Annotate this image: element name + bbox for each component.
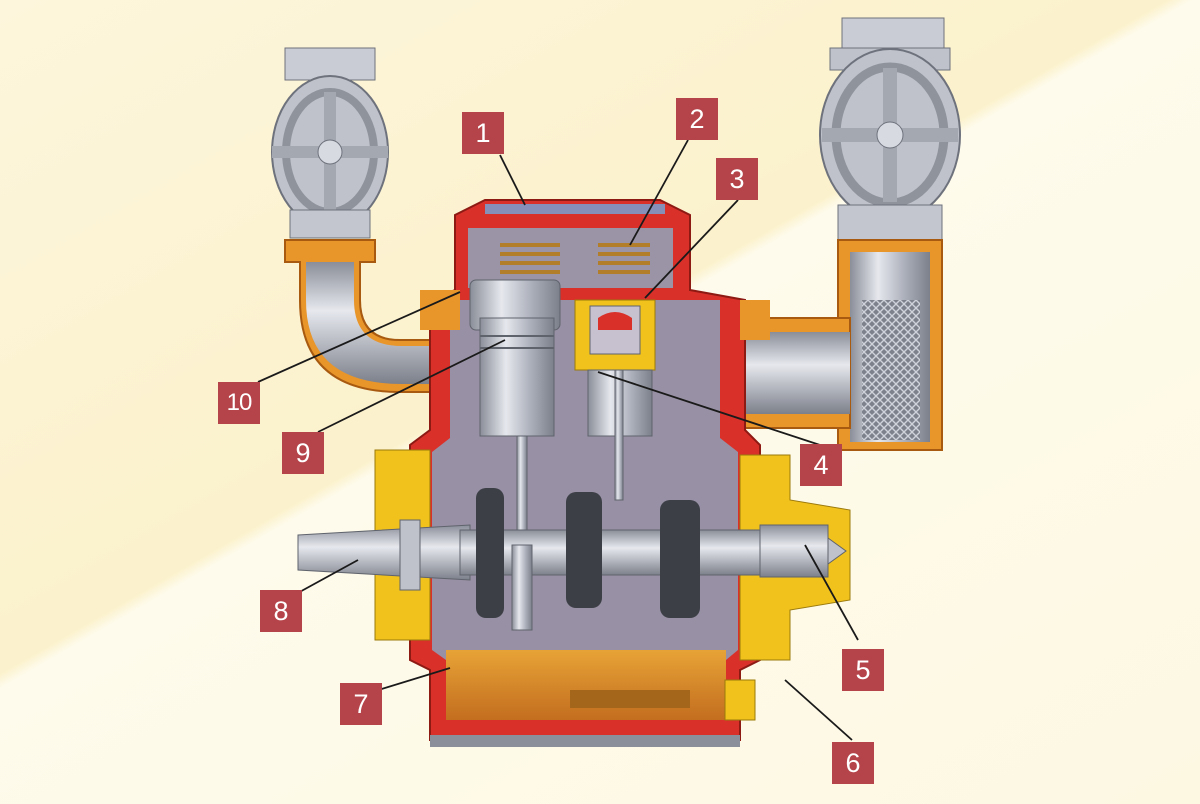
leader-line-5: [804, 544, 859, 641]
leader-line-1: [499, 154, 526, 206]
crankshaft: [297, 488, 847, 631]
callout-label-7: 7: [340, 683, 382, 725]
leader-line-6: [784, 679, 853, 741]
compressor-housing: [409, 199, 770, 741]
callout-label-9: 9: [282, 432, 324, 474]
callout-label-8: 8: [260, 590, 302, 632]
callout-label-10: 10: [218, 382, 260, 424]
callout-label-5: 5: [842, 649, 884, 691]
leader-line-4: [597, 371, 821, 446]
callout-label-1: 1: [462, 112, 504, 154]
large-piston: [469, 279, 561, 617]
leader-line-10: [257, 291, 461, 383]
left-valve-assembly: [271, 47, 471, 393]
leader-line-3: [644, 199, 739, 299]
valve-springs: [500, 243, 650, 274]
leader-line-2: [629, 139, 689, 246]
callout-label-2: 2: [676, 98, 718, 140]
leader-line-9: [317, 339, 506, 433]
callout-label-6: 6: [832, 742, 874, 784]
leader-lines: [257, 139, 859, 741]
small-piston: [574, 299, 656, 501]
callout-label-4: 4: [800, 444, 842, 486]
base-feet: [430, 735, 740, 747]
callout-label-3: 3: [716, 158, 758, 200]
